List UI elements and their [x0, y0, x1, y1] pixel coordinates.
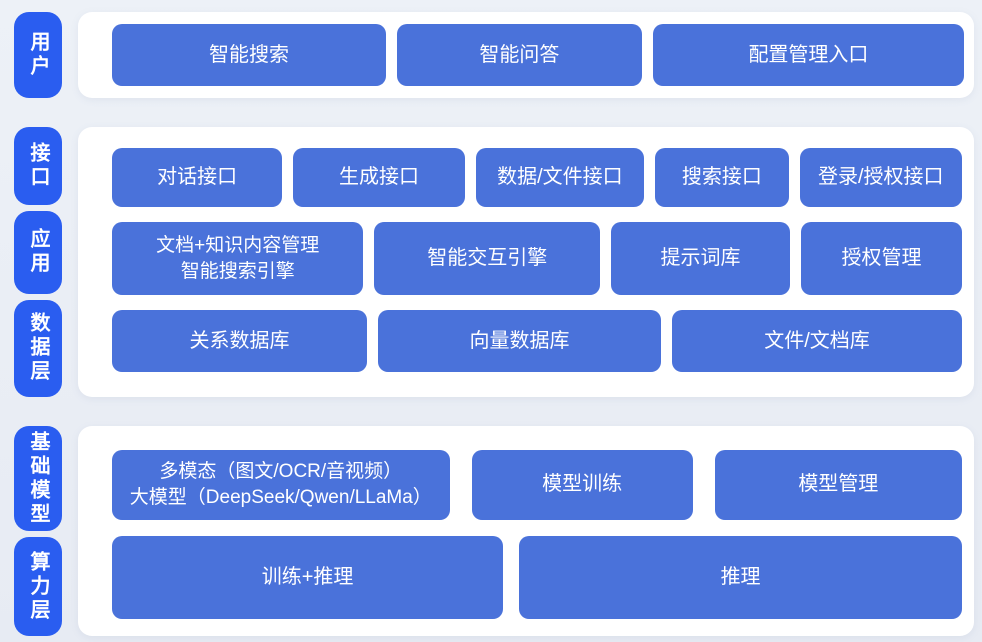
- pill-application-layer-label: 应用: [27, 228, 49, 277]
- section-bottom-layers: 基础模型 算力层 多模态（图文/OCR/音视频） 大模型（DeepSeek/Qw…: [14, 426, 974, 636]
- pill-foundation-model-layer-label: 基础模型: [27, 430, 49, 527]
- block-generation-api: 生成接口: [293, 148, 465, 207]
- block-model-training: 模型训练: [471, 450, 693, 520]
- panel-middle-layers: 对话接口 生成接口 数据/文件接口 搜索接口 登录/授权接口 文档+知识内容管理…: [78, 127, 974, 397]
- pill-interface-layer-label: 接口: [27, 141, 49, 190]
- pill-user-layer: 用户: [14, 12, 62, 98]
- block-row-applications: 文档+知识内容管理 智能搜索引擎 智能交互引擎 提示词库 授权管理: [112, 222, 963, 295]
- block-smart-interaction-engine: 智能交互引擎: [374, 222, 601, 295]
- block-search-api: 搜索接口: [655, 148, 789, 207]
- block-config-mgmt-entry: 配置管理入口: [652, 24, 964, 86]
- block-relational-db: 关系数据库: [112, 310, 367, 372]
- pill-foundation-model-layer: 基础模型: [14, 426, 62, 532]
- section-middle-layers: 接口 应用 数据层 对话接口 生成接口 数据/文件接口 搜索接口 登录/授权接口…: [14, 127, 974, 397]
- block-smart-search: 智能搜索: [112, 24, 386, 86]
- section-user-layer: 用户 智能搜索 智能问答 配置管理入口: [14, 12, 974, 98]
- block-dialog-api: 对话接口: [112, 148, 283, 207]
- block-smart-qa: 智能问答: [396, 24, 642, 86]
- block-training-inference: 训练+推理: [112, 535, 504, 619]
- block-login-auth-api: 登录/授权接口: [799, 148, 962, 207]
- rail-middle-layers: 接口 应用 数据层: [14, 127, 62, 397]
- panel-user-layer: 智能搜索 智能问答 配置管理入口: [78, 12, 974, 98]
- block-multimodal-llm: 多模态（图文/OCR/音视频） 大模型（DeepSeek/Qwen/LLaMa）: [112, 450, 450, 520]
- block-vector-db: 向量数据库: [378, 310, 661, 372]
- block-row-data-stores: 关系数据库 向量数据库 文件/文档库: [112, 310, 962, 372]
- block-data-file-api: 数据/文件接口: [475, 148, 645, 207]
- block-doc-knowledge-search-engine: 文档+知识内容管理 智能搜索引擎: [112, 222, 364, 295]
- pill-interface-layer: 接口: [14, 127, 62, 205]
- panel-bottom-layers: 多模态（图文/OCR/音视频） 大模型（DeepSeek/Qwen/LLaMa）…: [78, 426, 974, 636]
- block-file-doc-store: 文件/文档库: [672, 310, 962, 372]
- rail-user-layer: 用户: [14, 12, 62, 98]
- block-model-mgmt: 模型管理: [714, 450, 962, 520]
- block-row-interfaces: 对话接口 生成接口 数据/文件接口 搜索接口 登录/授权接口: [112, 148, 962, 207]
- pill-user-layer-label: 用户: [27, 31, 49, 79]
- pill-data-layer-label: 数据层: [27, 312, 49, 385]
- pill-data-layer: 数据层: [14, 299, 62, 397]
- block-auth-mgmt: 授权管理: [801, 222, 963, 295]
- pill-compute-layer: 算力层: [14, 537, 62, 636]
- pill-compute-layer-label: 算力层: [27, 550, 49, 623]
- pill-application-layer: 应用: [14, 210, 62, 294]
- block-row: 智能搜索 智能问答 配置管理入口: [112, 24, 964, 86]
- block-row-compute: 训练+推理 推理: [112, 535, 962, 619]
- block-inference: 推理: [519, 535, 962, 619]
- block-row-models: 多模态（图文/OCR/音视频） 大模型（DeepSeek/Qwen/LLaMa）…: [112, 450, 962, 520]
- rail-bottom-layers: 基础模型 算力层: [14, 426, 62, 636]
- block-prompt-library: 提示词库: [611, 222, 790, 295]
